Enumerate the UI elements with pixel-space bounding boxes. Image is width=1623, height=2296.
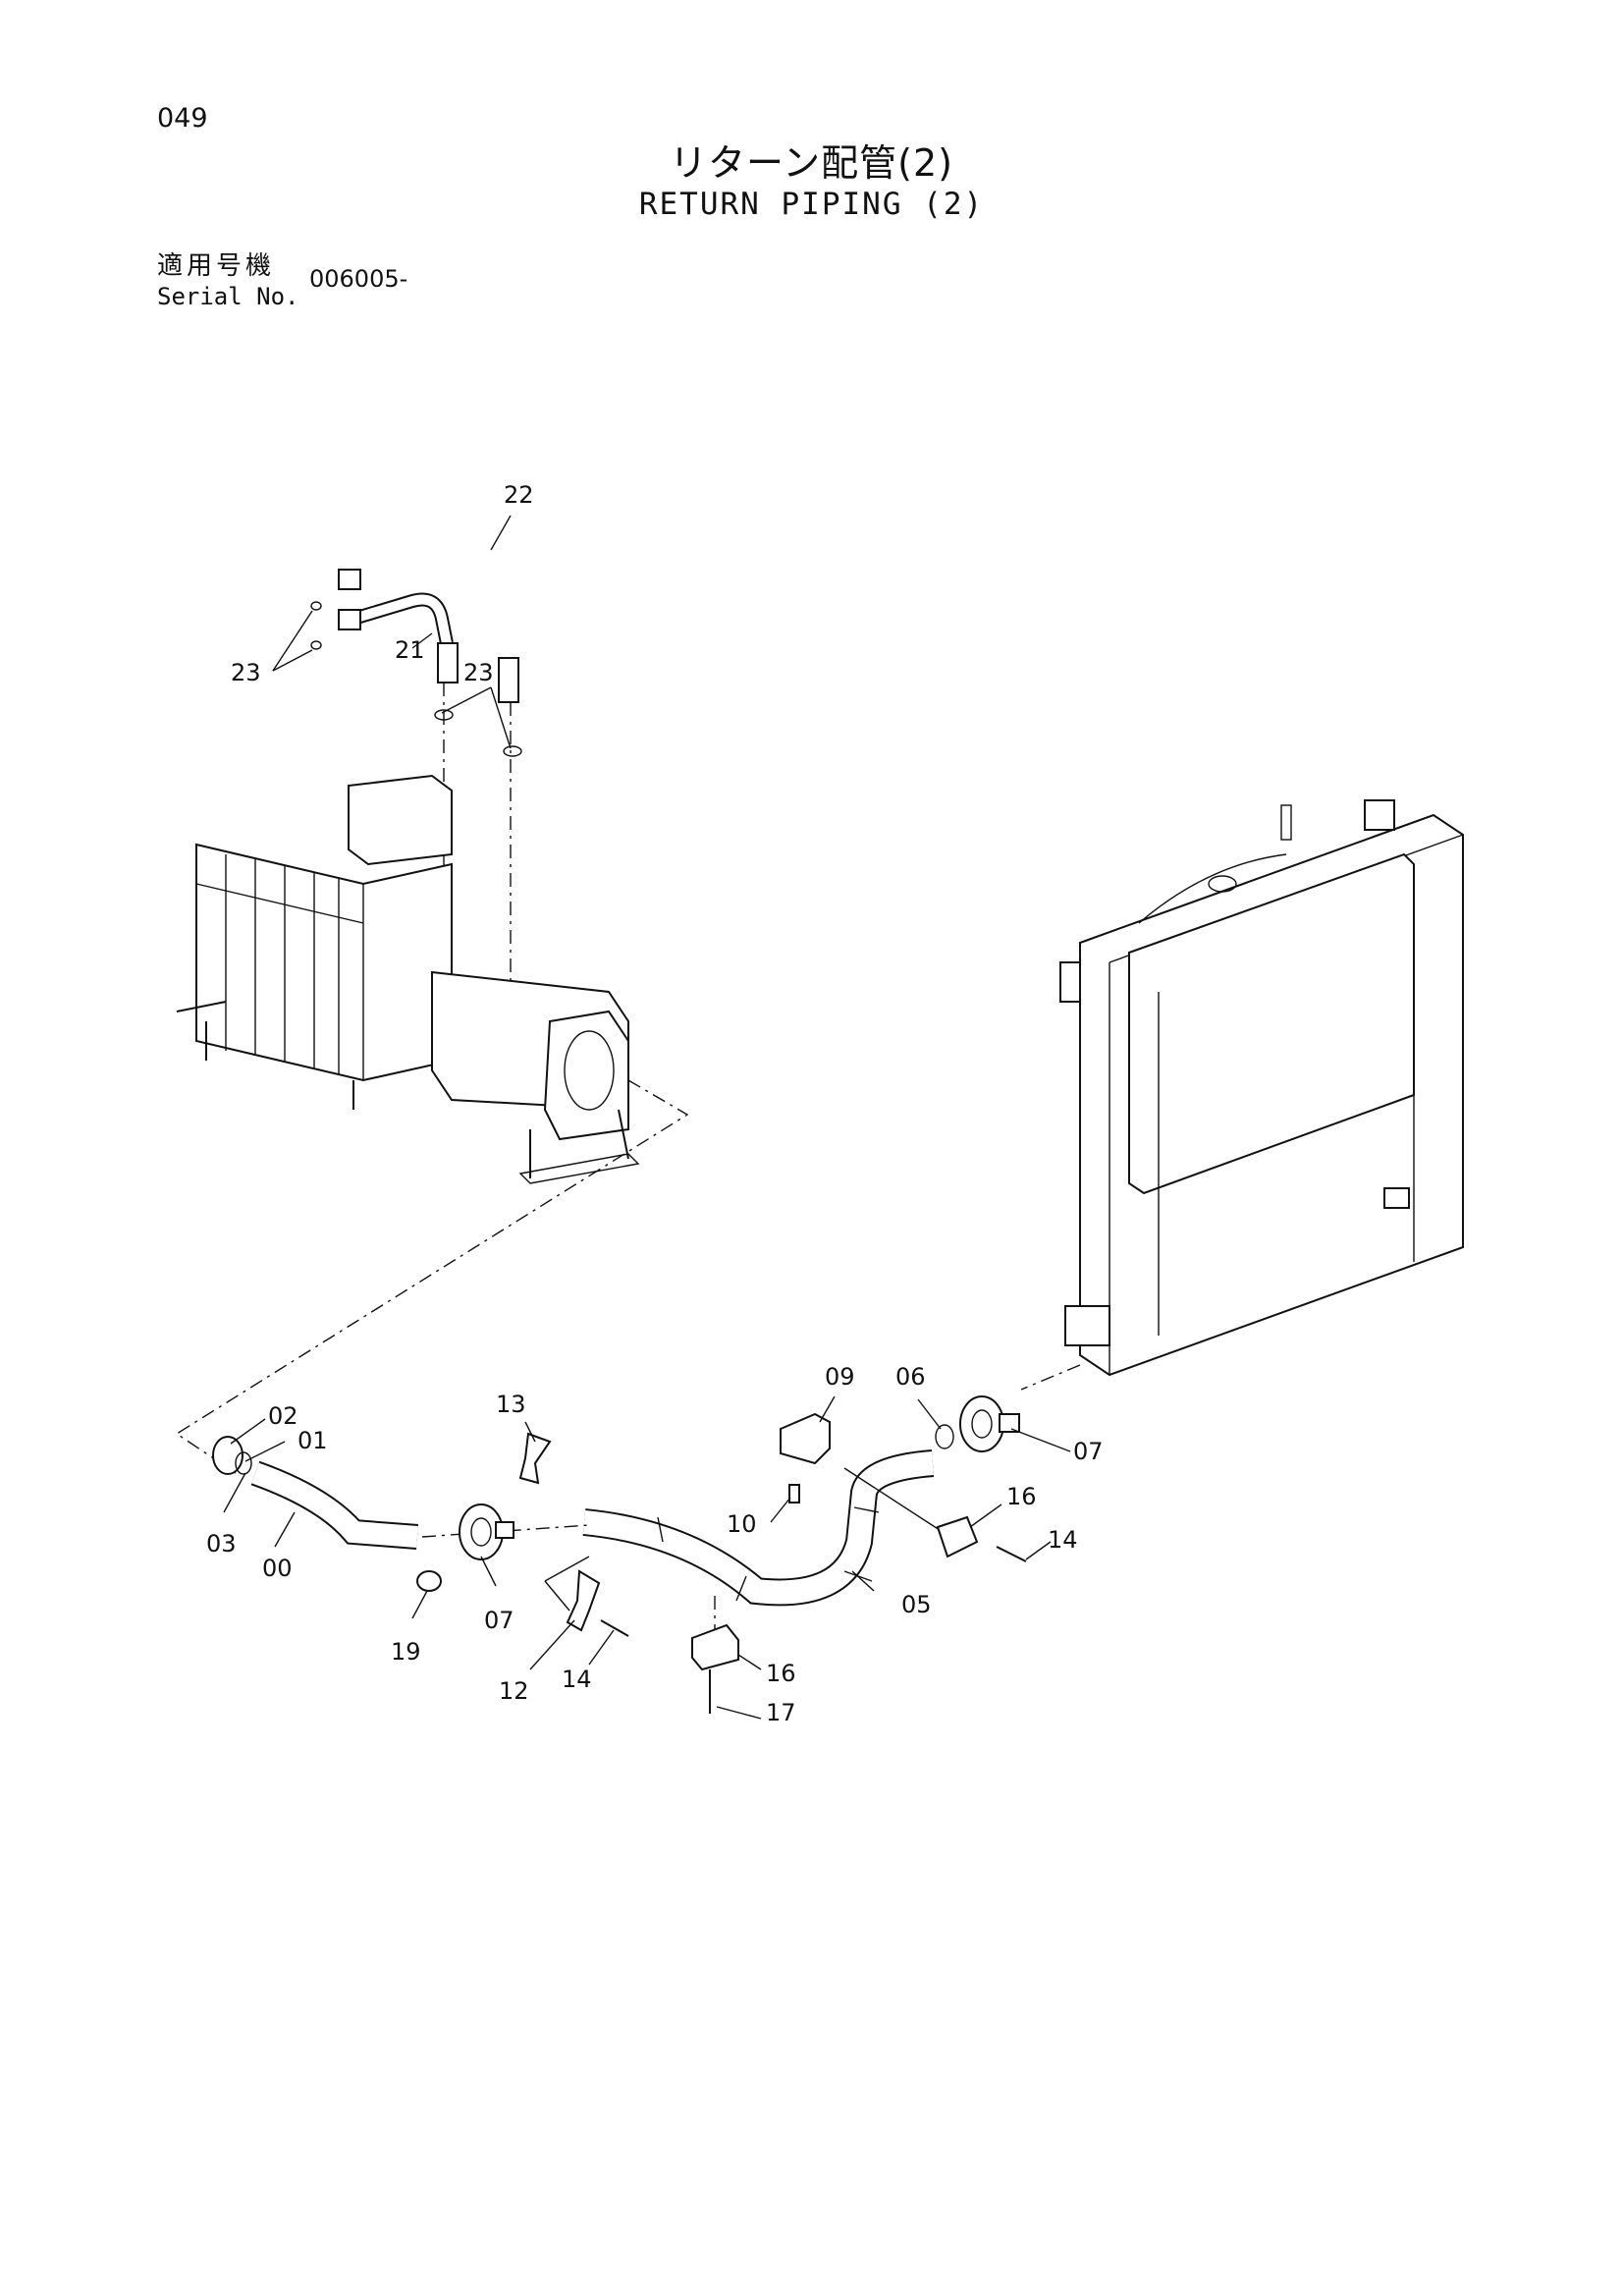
callout-09: 09 [825, 1363, 855, 1391]
hose-05 [582, 1449, 935, 1607]
callout-numbers: 22 23 21 23 13 09 06 02 01 07 10 16 14 0… [206, 481, 1104, 1726]
hose-fittings [338, 569, 361, 630]
callout-16-right: 16 [1006, 1483, 1037, 1510]
hose-22 [352, 554, 519, 703]
plug-19 [416, 1570, 442, 1592]
ring-06 [935, 1424, 954, 1449]
callout-01: 01 [298, 1427, 328, 1454]
bolt-10 [788, 1484, 800, 1503]
bolt-14-right [996, 1546, 1027, 1562]
callout-10: 10 [727, 1510, 757, 1538]
serial-label-japanese: 適用号機 [157, 251, 276, 281]
callout-21: 21 [395, 636, 425, 664]
callout-23-left: 23 [231, 659, 261, 686]
callout-16-lower: 16 [766, 1660, 796, 1687]
clamp-16-lower [691, 1623, 739, 1671]
callout-02: 02 [268, 1402, 298, 1430]
leader-lines [223, 515, 1071, 1720]
radiator-assembly [1059, 799, 1464, 1377]
callout-12: 12 [499, 1677, 529, 1705]
control-valve-assembly [176, 774, 640, 1184]
clamp-02-01 [212, 1436, 252, 1475]
serial-label-english: Serial No. [157, 283, 299, 310]
bracket-09 [780, 1412, 831, 1465]
callout-22: 22 [504, 481, 534, 509]
hose-21 [351, 592, 459, 683]
clamp-12 [566, 1569, 601, 1632]
callout-17: 17 [766, 1699, 796, 1726]
clamp-07-right [959, 1395, 1020, 1452]
callout-03: 03 [206, 1530, 237, 1558]
callout-07-right: 07 [1073, 1438, 1104, 1465]
clamp-07-left [459, 1503, 514, 1560]
callout-07-left: 07 [484, 1607, 514, 1634]
callout-14-left: 14 [562, 1666, 592, 1693]
callout-06: 06 [895, 1363, 926, 1391]
hose-00 [250, 1460, 418, 1550]
callout-00: 00 [262, 1555, 293, 1582]
bolt-14-left [600, 1619, 629, 1637]
page-number: 049 [157, 103, 208, 134]
title-english: RETURN PIPING (2) [638, 187, 985, 222]
clamp-13 [518, 1432, 552, 1485]
callout-14-right: 14 [1048, 1526, 1078, 1554]
clamp-16-right [936, 1515, 979, 1558]
serial-number-value: 006005- [309, 265, 408, 293]
callout-05: 05 [901, 1591, 932, 1618]
callout-13: 13 [496, 1391, 526, 1418]
callout-19: 19 [391, 1638, 421, 1666]
callout-23-right: 23 [463, 659, 494, 686]
title-japanese: リターン配管(2) [670, 141, 953, 185]
